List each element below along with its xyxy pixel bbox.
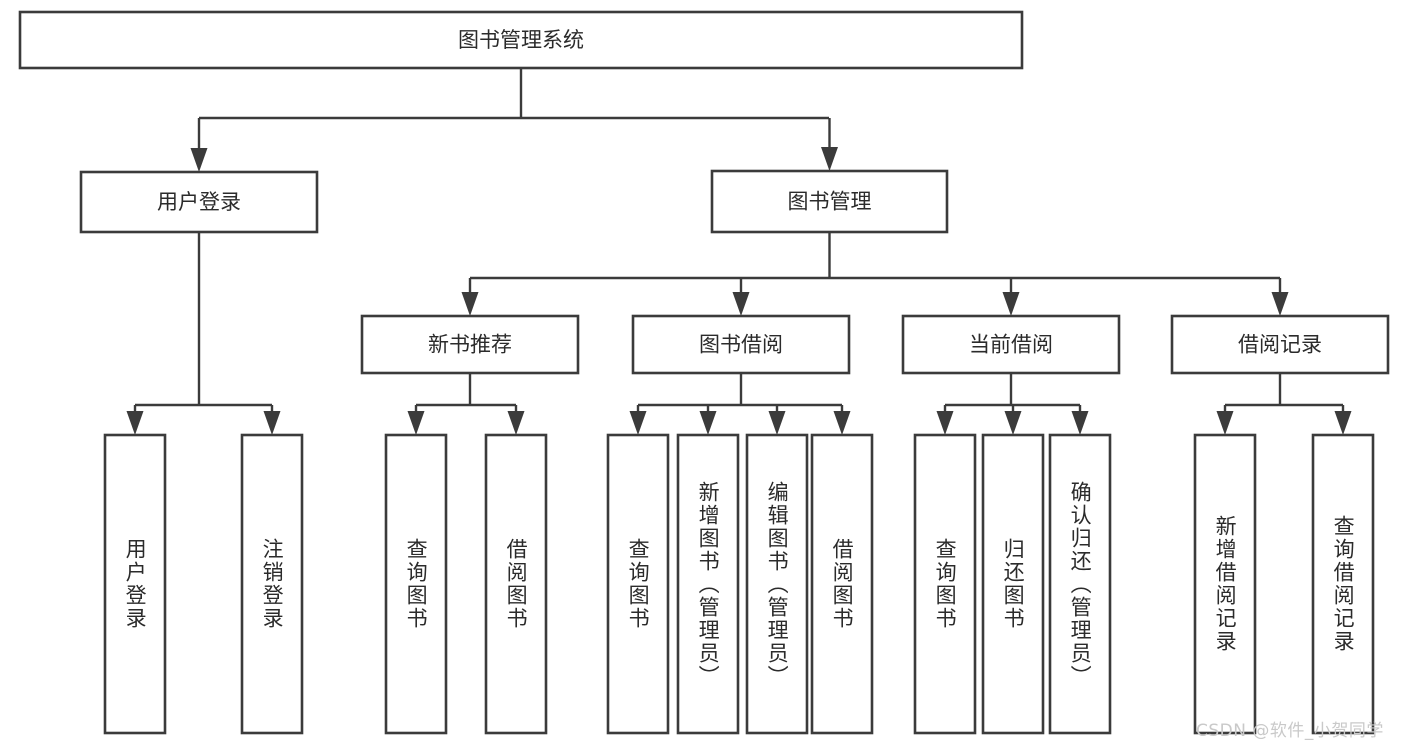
node-label-book-manage: 图书管理	[788, 190, 872, 214]
to-leaf-borrow-edit-arrowhead	[768, 411, 786, 435]
to-leaf-borrow-query-arrowhead	[629, 411, 647, 435]
node-box-current-borrow	[901, 314, 1121, 375]
node-box-leaf-recommend-query	[384, 433, 448, 735]
to-leaf-current-query-arrowhead	[936, 411, 954, 435]
to-leaf-recommend-query-arrowhead	[407, 411, 425, 435]
node-box-leaf-current-query	[913, 433, 977, 735]
node-box-leaf-current-confirm	[1048, 433, 1112, 735]
node-box-leaf-borrow-lend	[810, 433, 874, 735]
csdn-watermark: CSDN @软件_小贺同学	[1196, 721, 1384, 741]
to-leaf-borrow-add-arrowhead	[699, 411, 717, 435]
node-label-root: 图书管理系统	[458, 28, 584, 52]
node-label-user-login: 用户登录	[157, 190, 241, 214]
node-box-new-book-recommend	[360, 314, 580, 375]
connectors-layer	[126, 68, 1352, 435]
to-leaf-user-logout-arrowhead	[263, 411, 281, 435]
to-book-manage-arrowhead	[821, 147, 838, 171]
node-box-leaf-record-query	[1311, 433, 1375, 735]
to-book-borrow-arrowhead	[732, 292, 750, 316]
node-label-new-book-recommend: 新书推荐	[428, 333, 512, 357]
node-box-leaf-recommend-borrow	[484, 433, 548, 735]
to-leaf-user-login-arrowhead	[126, 411, 144, 435]
node-label-borrow-record: 借阅记录	[1238, 333, 1322, 357]
node-box-borrow-record	[1170, 314, 1390, 375]
node-box-book-manage	[710, 169, 949, 234]
node-boxes-layer	[18, 10, 1390, 735]
to-current-borrow-arrowhead	[1002, 292, 1020, 316]
node-box-leaf-user-login	[103, 433, 167, 735]
node-box-leaf-record-add	[1193, 433, 1257, 735]
node-label-book-borrow: 图书借阅	[699, 333, 783, 357]
node-box-leaf-borrow-add	[676, 433, 740, 735]
to-leaf-current-confirm-arrowhead	[1071, 411, 1089, 435]
to-leaf-record-query-arrowhead	[1334, 411, 1352, 435]
to-leaf-current-return-arrowhead	[1004, 411, 1022, 435]
node-box-leaf-user-logout	[240, 433, 304, 735]
to-new-book-recommend-arrowhead	[461, 292, 479, 316]
node-label-current-borrow: 当前借阅	[969, 333, 1053, 357]
node-box-book-borrow	[631, 314, 851, 375]
node-box-leaf-current-return	[981, 433, 1045, 735]
to-borrow-record-arrowhead	[1271, 292, 1289, 316]
to-user-login-arrowhead	[190, 148, 208, 172]
to-leaf-record-add-arrowhead	[1216, 411, 1234, 435]
node-box-root	[18, 10, 1024, 70]
node-box-user-login	[79, 170, 319, 234]
to-leaf-recommend-borrow-arrowhead	[507, 411, 525, 435]
node-box-leaf-borrow-query	[606, 433, 670, 735]
to-leaf-borrow-lend-arrowhead	[833, 411, 851, 435]
node-box-leaf-borrow-edit	[745, 433, 809, 735]
